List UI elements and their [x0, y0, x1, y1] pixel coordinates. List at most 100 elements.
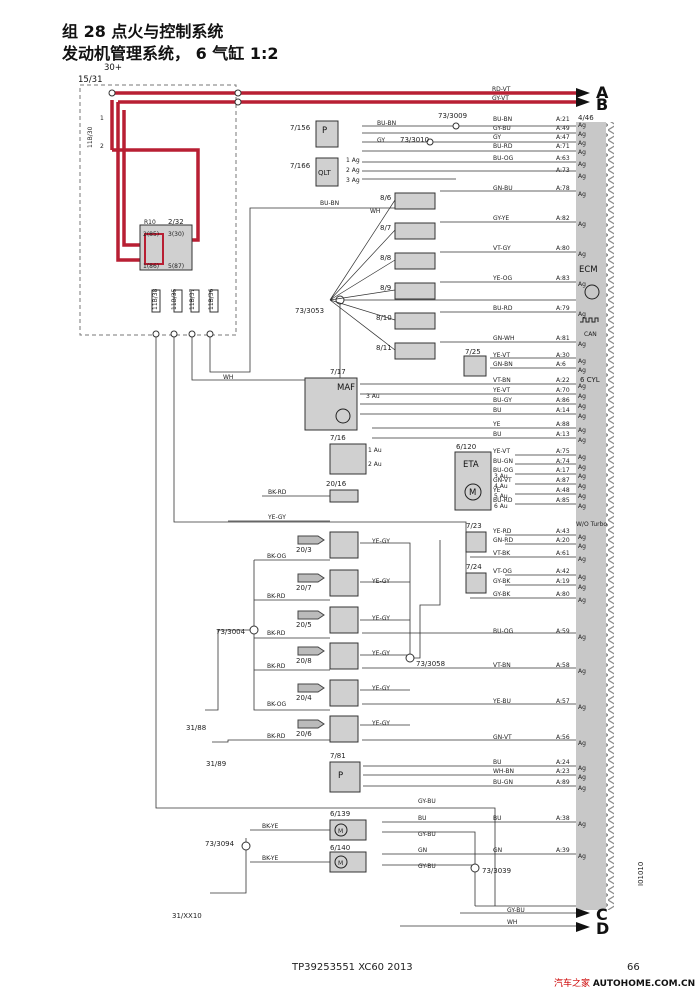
sensor-maf-7-17: [304, 377, 358, 431]
ecm-wire-1: GY-BU: [493, 125, 511, 132]
ecm-pin-31: A:80: [556, 591, 570, 598]
pin-716-2au: 2 Au: [368, 461, 382, 468]
ecm-ag-33: Ag: [578, 668, 586, 675]
relay-pin-86: 1(86): [143, 263, 159, 270]
ecm-clock-icon: [580, 317, 599, 323]
ecm-pin-8: A:80: [556, 245, 570, 252]
wire-ye-gy-5: YE-GY: [371, 650, 390, 657]
ecm-ag-4: Ag: [578, 161, 586, 168]
wire-bk-rd-1: BK-RD: [268, 489, 287, 496]
eta-label: ETA: [463, 460, 479, 470]
ecm-wire-39: BU: [493, 815, 502, 822]
label-7-25: 7/25: [465, 348, 481, 356]
sensor-781-p: P: [338, 771, 343, 781]
motor-6-140: [329, 851, 367, 873]
ecm-connector-label: 4/46: [578, 114, 594, 122]
ecm-ag-5: Ag: [578, 173, 586, 180]
label-31-xx10: 31/XX10: [172, 912, 202, 920]
ecm-turbo-label: W/O Turbo: [576, 521, 607, 528]
motor-140-label: M: [338, 860, 343, 867]
ecm-wire-22: BU-OG: [493, 467, 514, 474]
ecm-wire-26: YE-RD: [492, 528, 512, 535]
ecm-ag-11: Ag: [578, 341, 586, 348]
ecm-pin-4: A:63: [556, 155, 570, 162]
ecm-pin-23: A:87: [556, 477, 570, 484]
ecm-ag-25: Ag: [578, 503, 586, 510]
ecm-wire-37: WH-BN: [493, 768, 514, 775]
watermark-url: AUTOHOME.COM.CN: [592, 979, 696, 989]
ecm-ag-27: Ag: [578, 543, 586, 550]
ecm-wire-16: BU-GY: [493, 397, 512, 404]
ecm-pin-6: A:78: [556, 185, 570, 192]
page-number: 66: [627, 962, 640, 973]
ecm-ag-29: Ag: [578, 574, 586, 581]
signal-wires: [155, 125, 576, 927]
ecm-ag-39: Ag: [578, 821, 586, 828]
pin-716-1au: 1 Au: [368, 447, 382, 454]
label-73-3058: 73/3058: [416, 660, 445, 668]
ecm-wire-28: VT-BK: [493, 550, 511, 557]
ecm-pin-13: A:6: [556, 361, 566, 368]
pin-2ag: 2 Ag: [346, 167, 360, 174]
ecm-pin-15: A:70: [556, 387, 570, 394]
ecm-ag-15: Ag: [578, 393, 586, 400]
sensor-7-166: [315, 157, 339, 187]
label-20-5: 20/5: [296, 621, 312, 629]
ecm-ag-13: Ag: [578, 367, 586, 374]
ecm-pin-3: A:71: [556, 143, 570, 150]
watermark-cn: 汽车之家: [554, 979, 591, 989]
sensor-7-16: [329, 443, 367, 475]
motor-140-icon: [334, 855, 348, 869]
pin-3ag: 3 Ag: [346, 177, 360, 184]
wire-ye-gy-7: YE-GY: [371, 720, 390, 727]
ecm-pin-10: A:79: [556, 305, 570, 312]
pin-eta-4au: 4 Au: [494, 483, 508, 490]
label-20-8: 20/8: [296, 657, 312, 665]
ecm-pin-32: A:59: [556, 628, 570, 635]
ecm-ag-24: Ag: [578, 493, 586, 500]
ecm-wire-29: VT-OG: [493, 568, 512, 575]
label-8-8: 8/8: [380, 254, 391, 262]
ecm-wire-0: BU-BN: [493, 116, 512, 123]
power-wires: [110, 91, 576, 262]
ecm-ag-6: Ag: [578, 191, 586, 198]
ecm-wire-10: BU-RD: [493, 305, 513, 312]
label-8-9: 8/9: [380, 284, 391, 292]
ecm-ag-38: Ag: [578, 785, 586, 792]
ecm-wire-11: GN-WH: [493, 335, 515, 342]
output-arrow-wires: [108, 89, 242, 106]
label-8-11: 8/11: [376, 344, 392, 352]
label-7-81: 7/81: [330, 752, 346, 760]
ecm-pin-7: A:82: [556, 215, 570, 222]
ecm-pin-0: A:21: [556, 116, 570, 123]
ecm-pin-34: A:57: [556, 698, 570, 705]
ecm-pin-33: A:58: [556, 662, 570, 669]
wire-bu-bn: BU-BN: [377, 120, 396, 127]
label-8-10: 8/10: [376, 314, 392, 322]
ecm-wire-35: GN-VT: [493, 734, 512, 741]
wire-bk-rd-3: BK-RD: [267, 630, 286, 637]
motor-139-icon: [334, 823, 348, 837]
ecm-connector-edge: [606, 122, 614, 910]
label-73-3004: 73/3004: [216, 628, 246, 636]
fuse-11b35: 11B/35: [171, 288, 178, 310]
ecm-wire-12: YE-VT: [492, 352, 510, 359]
ecm-wire-24: YE: [492, 487, 501, 494]
ecm-wire-20: YE-VT: [492, 448, 510, 455]
fuse-11b37: 11B/37: [189, 288, 196, 310]
ecm-pin-40: A:39: [556, 847, 570, 854]
ecm-pin-2: A:47: [556, 134, 570, 141]
ecm-ag-31: Ag: [578, 597, 586, 604]
page-title: 组 28 点火与控制系统: [62, 22, 224, 41]
pin-1ag: 1 Ag: [346, 157, 360, 164]
label-30: 30+: [104, 63, 122, 73]
wire-d-label: WH: [507, 919, 517, 926]
ecm-label: ECM: [579, 265, 598, 275]
label-6-120: 6/120: [456, 443, 476, 451]
wire-bk-og-2: BK-OG: [267, 701, 286, 708]
ecm-pin-14: A:22: [556, 377, 570, 384]
label-7-156: 7/156: [290, 124, 311, 132]
sensor-7-156: [315, 120, 339, 148]
arrow-d: [576, 922, 590, 932]
label-73-3094: 73/3094: [205, 840, 235, 848]
